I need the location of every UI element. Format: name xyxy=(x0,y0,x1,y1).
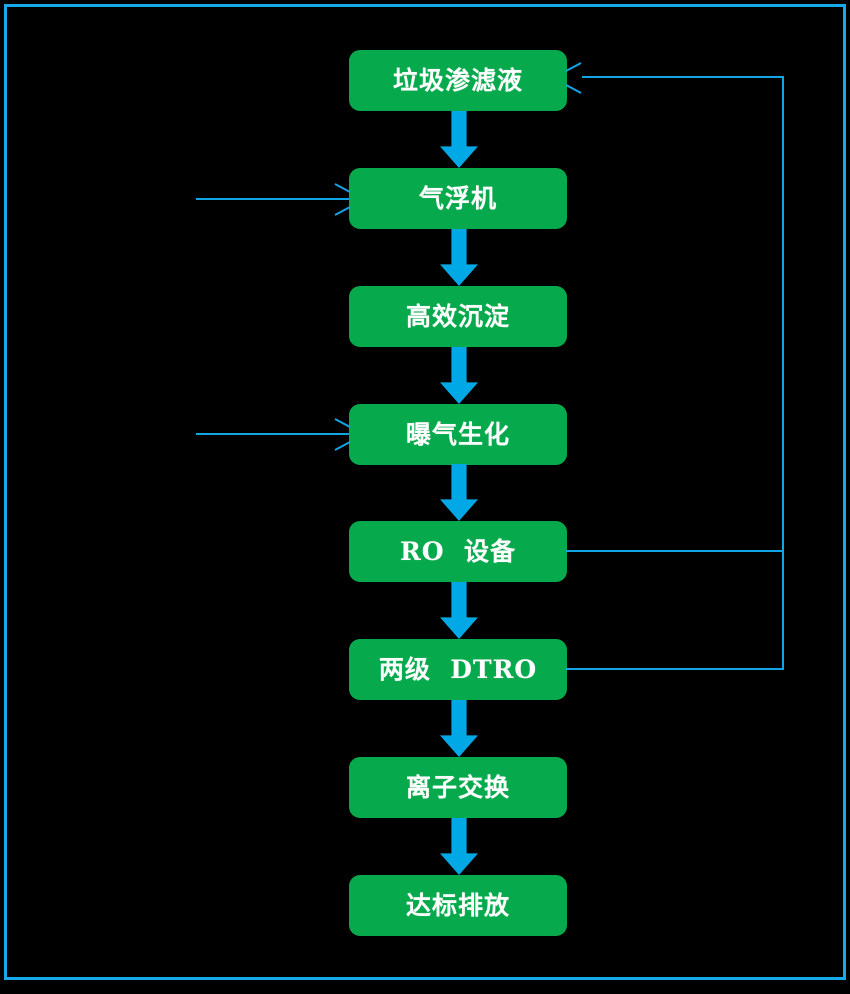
node-label: 垃圾渗滤液 xyxy=(392,66,523,95)
node-aeration-biochemical[interactable]: 曝气生化 xyxy=(349,404,567,465)
down-arrow-icon-1 xyxy=(440,111,478,168)
down-arrow-icon-6 xyxy=(440,700,478,757)
node-label: 离子交换 xyxy=(405,773,510,802)
down-arrow-icon-5 xyxy=(440,582,478,639)
return-line-dtro-horizontal xyxy=(566,668,784,670)
down-arrow-icon-3 xyxy=(440,347,478,404)
return-line-top-horizontal xyxy=(582,76,784,78)
return-line-ro-horizontal xyxy=(566,550,784,552)
return-line-vertical-riser xyxy=(782,77,784,669)
node-label: 两级 DTRO xyxy=(378,655,538,684)
node-label: 高效沉淀 xyxy=(405,302,510,331)
node-two-stage-dtro[interactable]: 两级 DTRO xyxy=(349,639,567,700)
return-arrowhead-icon-upper xyxy=(565,62,582,72)
down-arrow-icon-2 xyxy=(440,229,478,286)
node-waste-leachate[interactable]: 垃圾渗滤液 xyxy=(349,50,567,111)
node-label: 曝气生化 xyxy=(405,420,510,449)
input-line-aeration xyxy=(196,433,349,435)
node-label: 达标排放 xyxy=(405,891,510,920)
down-arrow-icon-4 xyxy=(440,464,478,521)
node-high-efficiency-sedimentation[interactable]: 高效沉淀 xyxy=(349,286,567,347)
node-ion-exchange[interactable]: 离子交换 xyxy=(349,757,567,818)
return-arrowhead-icon-lower xyxy=(565,84,582,94)
node-label: 气浮机 xyxy=(418,184,497,213)
node-compliant-discharge[interactable]: 达标排放 xyxy=(349,875,567,936)
down-arrow-icon-7 xyxy=(440,818,478,875)
diagram-border-frame xyxy=(4,4,846,980)
input-line-air-flotation xyxy=(196,198,349,200)
node-ro-equipment[interactable]: RO 设备 xyxy=(349,521,567,582)
node-label: RO 设备 xyxy=(400,537,516,566)
node-air-flotation[interactable]: 气浮机 xyxy=(349,168,567,229)
